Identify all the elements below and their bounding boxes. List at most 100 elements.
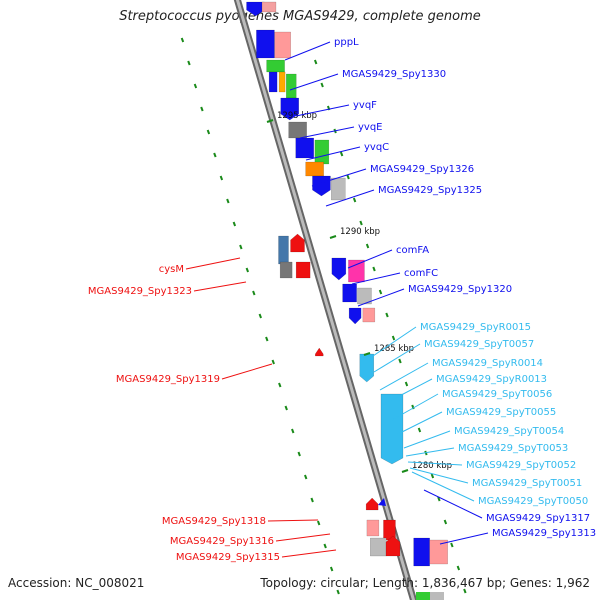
label-leader	[281, 549, 337, 558]
gene-feature	[378, 498, 386, 506]
label-leader	[185, 257, 241, 270]
scale-dot	[365, 243, 370, 249]
gene-feature	[278, 235, 289, 265]
label-leader	[397, 411, 443, 435]
scale-dot	[284, 405, 288, 411]
scale-dot	[443, 519, 448, 525]
label-leader	[325, 189, 375, 207]
scale-dot	[430, 473, 435, 479]
scale-dot	[265, 336, 269, 342]
scale-dot	[219, 175, 224, 181]
scale-dot	[320, 82, 324, 88]
gene-feature	[348, 307, 362, 325]
gene-label: MGAS9429_SpyT0050	[478, 496, 588, 507]
gene-feature	[305, 161, 324, 177]
tick-mark	[401, 469, 409, 473]
scale-dot	[200, 106, 204, 112]
gene-label: MGAS9429_Spy1330	[342, 69, 446, 80]
reverse-gene-labels: cysMMGAS9429_Spy1323MGAS9429_Spy1319MGAS…	[88, 257, 337, 563]
scale-dot	[180, 37, 185, 43]
scale-dot	[278, 382, 282, 388]
scale-dot	[417, 427, 422, 433]
gene-label: comFC	[404, 268, 438, 279]
label-leader	[439, 532, 489, 545]
label-leader	[357, 288, 405, 307]
gene-feature	[365, 497, 379, 511]
label-leader	[403, 430, 451, 449]
gene-label: MGAS9429_Spy1325	[378, 185, 482, 196]
scale-dot	[378, 289, 383, 295]
scale-dot	[336, 589, 340, 595]
gene-feature	[380, 393, 404, 465]
scale-dot	[391, 335, 396, 341]
label-leader	[305, 146, 361, 161]
label-leader	[275, 533, 331, 542]
scale-dot	[398, 358, 402, 364]
gene-label: MGAS9429_Spy1326	[370, 164, 474, 175]
gene-label: MGAS9429_Spy1319	[116, 374, 220, 385]
gene-feature	[288, 121, 307, 139]
gene-feature	[286, 73, 297, 99]
scale-dot	[271, 359, 275, 365]
tick-label: 1285 kbp	[374, 344, 414, 354]
label-leader	[405, 447, 455, 457]
gene-feature	[366, 519, 380, 537]
genome-backbone-highlight	[235, 0, 416, 600]
gene-label: MGAS9429_SpyR0013	[436, 374, 547, 385]
gene-label: MGAS9429_SpyT0054	[454, 426, 564, 437]
gene-feature	[266, 59, 285, 73]
label-leader	[379, 362, 429, 391]
gene-feature	[314, 139, 330, 165]
gene-feature	[359, 353, 375, 383]
label-leader	[347, 249, 393, 269]
gene-feature	[261, 1, 277, 13]
scale-dot	[245, 267, 250, 273]
label-leader	[369, 326, 417, 359]
gene-feature	[416, 592, 430, 600]
map-title: Streptococcus pyogenes MGAS9429, complet…	[119, 9, 481, 24]
gene-feature	[315, 347, 324, 357]
gene-feature	[429, 539, 448, 565]
scale-dot	[297, 451, 301, 457]
gene-label: comFA	[396, 245, 429, 256]
forward-strand-features	[246, 1, 448, 567]
tick-label: 1280 kbp	[412, 461, 452, 471]
label-leader	[373, 343, 421, 373]
gene-feature	[331, 177, 346, 201]
scale-dot	[359, 220, 363, 226]
label-leader	[267, 519, 319, 522]
label-leader	[289, 73, 339, 91]
scale-dot	[213, 152, 217, 158]
gene-feature	[342, 283, 357, 303]
label-leader	[409, 467, 469, 484]
scale-dot	[437, 496, 441, 502]
label-leader	[411, 471, 475, 502]
genome-summary-text: Topology: circular; Length: 1,836,467 bp…	[260, 576, 590, 590]
label-leader	[383, 378, 433, 405]
scale-dot	[226, 198, 230, 204]
gene-label: MGAS9429_Spy1317	[486, 513, 590, 524]
scale-dot	[385, 312, 389, 318]
scale-dot	[372, 266, 376, 272]
gene-label: yvqC	[364, 142, 389, 153]
accession-text: Accession: NC_008021	[8, 576, 145, 590]
gene-label: pppL	[334, 37, 359, 48]
gene-feature	[279, 261, 293, 279]
scale-dot	[310, 497, 314, 503]
label-leader	[299, 126, 355, 139]
tick-mark	[266, 119, 274, 123]
gene-label: MGAS9429_SpyT0051	[472, 478, 582, 489]
scale-dot	[329, 566, 334, 572]
label-leader	[193, 281, 247, 292]
tick-mark	[329, 235, 337, 239]
label-leader	[311, 168, 367, 187]
scale-dot	[316, 520, 321, 526]
gene-feature	[278, 71, 286, 93]
gene-feature	[290, 233, 305, 253]
gene-label: MGAS9429_SpyT0055	[446, 407, 556, 418]
scale-dot	[193, 83, 198, 89]
gene-label: MGAS9429_Spy1318	[162, 516, 266, 527]
gene-label: MGAS9429_Spy1313	[492, 528, 596, 539]
scale-dot	[232, 221, 237, 227]
scale-dot	[323, 543, 327, 549]
